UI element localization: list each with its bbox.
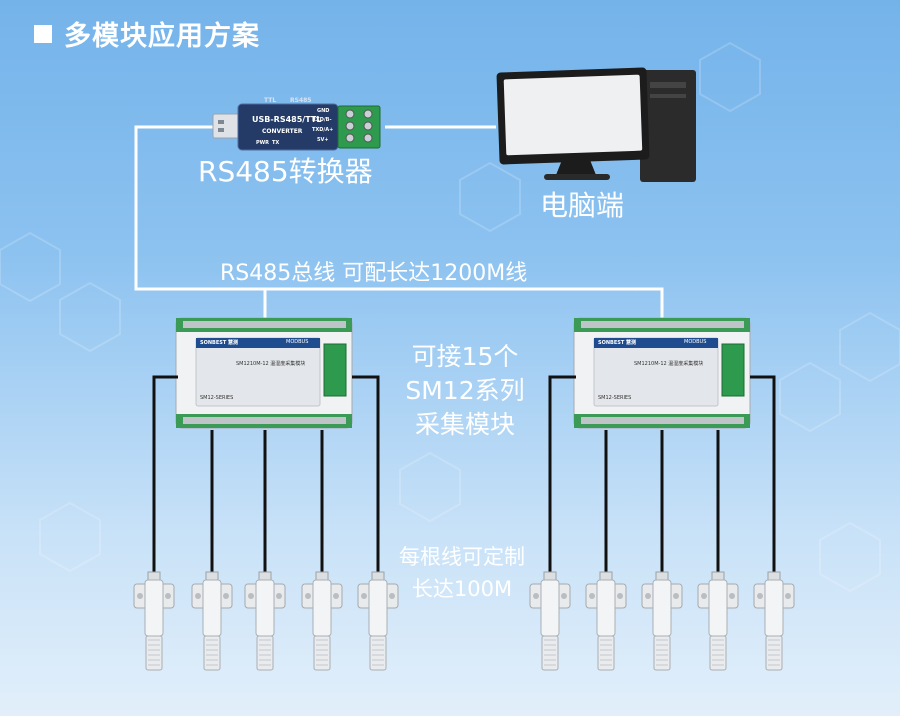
converter-mark-ttl: TTL [264,97,277,104]
humidity-sensor [191,571,233,671]
humidity-sensor [697,571,739,671]
module-count-line-1: 可接15个 [411,342,519,371]
monitor-screen [503,74,643,156]
humidity-sensor [641,571,683,671]
cable-length-line-1: 每根线可定制 [399,545,525,569]
converter-label: RS485转换器 [198,155,373,188]
humidity-sensor [585,571,627,671]
cable-length-line-2: 长达100M [411,577,513,601]
acquisition-module-2 [573,317,751,429]
pc-computer [496,67,696,182]
module1-footer: SM12-SERIES [200,395,234,401]
sensor-group [133,571,795,671]
converter-mark-rs485: RS485 [290,97,312,104]
module-count-line-3: 采集模块 [414,410,515,439]
module-count-label: 可接15个 SM12系列 采集模块 [390,340,540,442]
pc-label: 电脑端 [540,189,625,222]
humidity-sensor [301,571,343,671]
humidity-sensor [244,571,286,671]
converter-pin-txd: TXD/A+ [312,127,334,133]
usb-converter [212,103,381,151]
humidity-sensor [753,571,795,671]
acquisition-module-1 [175,317,353,429]
module1-brand: SONBEST 慧测 [200,340,239,346]
humidity-sensor [529,571,571,671]
page-title: 多模块应用方案 [64,21,260,52]
green-terminal [337,105,381,149]
module2-protocol: MODBUS [684,339,707,345]
title-bullet [34,24,52,43]
module2-brand: SONBEST 慧测 [598,340,637,346]
module-count-line-2: SM12系列 [405,376,525,405]
converter-device-title: USB-RS485/TTL [252,115,322,124]
humidity-sensor [357,571,399,671]
sensor-wires [152,375,776,575]
module2-model: SM1210M-12 温湿度采集模块 [634,361,704,367]
module1-model: SM1210M-12 温湿度采集模块 [236,361,306,367]
cable-length-label: 每根线可定制 长达100M [382,541,542,605]
page-header: 多模块应用方案 [34,14,260,53]
bus-line [134,125,664,320]
converter-pin-5v: 5V+ [317,137,329,143]
converter-pin-rxd: RXD/B- [312,117,332,123]
converter-led-pwr: PWR [256,140,270,146]
converter-device-subtitle: CONVERTER [262,128,303,135]
bus-label: RS485总线 可配长达1200M线 [220,261,528,286]
module1-protocol: MODBUS [286,339,309,345]
module2-footer: SM12-SERIES [598,395,632,401]
humidity-sensor [133,571,175,671]
usb-plug [212,113,240,139]
connection-lines [134,125,664,320]
converter-pin-gnd: GND [317,108,330,114]
converter-led-tx: TX [272,140,280,146]
